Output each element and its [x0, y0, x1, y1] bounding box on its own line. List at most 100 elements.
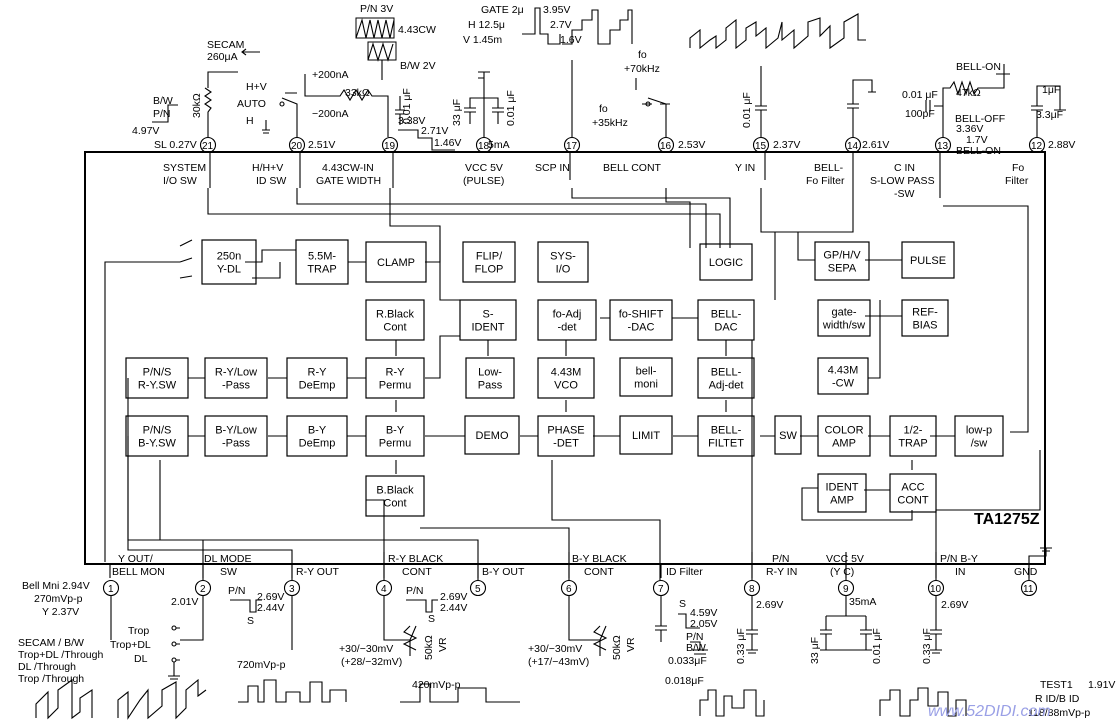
block-label: TRAP [898, 438, 927, 450]
svg-text:2.51V: 2.51V [308, 139, 335, 151]
svg-text:270mVp-p: 270mVp-p [34, 593, 83, 605]
svg-text:420mVp-p: 420mVp-p [412, 679, 461, 691]
block-bellmoni: bell-moni [619, 357, 673, 397]
svg-text:0.01 μF: 0.01 μF [505, 90, 517, 126]
block-label: 4.43M [551, 367, 582, 379]
block-group: 250nY-DL5.5M-TRAPCLAMPFLIP/FLOPSYS-I/OLO… [125, 239, 1004, 517]
svg-text:(+17/−43mV): (+17/−43mV) [528, 656, 589, 668]
svg-text:2.37V: 2.37V [773, 139, 800, 151]
svg-text:0.018μF: 0.018μF [665, 675, 704, 687]
pin-14: 14 [847, 141, 859, 152]
block-pnsry: P/N/SR-Y.SW [125, 357, 189, 399]
block-label: IDENT [826, 482, 859, 494]
block-label: IDENT [472, 322, 505, 334]
bottom-pins: 1 2 3 4 5 6 7 8 9 10 11 [102, 579, 1038, 597]
block-label: Low- [478, 367, 502, 379]
block-label: DAC [714, 322, 737, 334]
block-label: Permu [379, 380, 411, 392]
svg-text:DL: DL [134, 653, 148, 665]
svg-text:1.6V: 1.6V [560, 34, 582, 46]
svg-text:BELL-OFF: BELL-OFF [955, 113, 1005, 125]
svg-text:5mA: 5mA [488, 139, 510, 151]
block-label: -DET [553, 438, 579, 450]
block-sident: S-IDENT [459, 299, 517, 341]
svg-text:CONT: CONT [402, 566, 432, 578]
svg-text:VCC 5V: VCC 5V [826, 553, 864, 565]
pin-4: 4 [381, 584, 387, 595]
block-trap12: 1/2-TRAP [889, 415, 937, 457]
block-logic: LOGIC [699, 243, 753, 281]
svg-text:B-Y BLACK: B-Y BLACK [572, 553, 627, 565]
svg-text:4.43CW-IN: 4.43CW-IN [322, 162, 374, 174]
svg-text:0.33 μF: 0.33 μF [921, 628, 933, 664]
svg-text:C IN: C IN [894, 162, 915, 174]
block-sysio: SYS-I/O [537, 241, 589, 283]
block-label: Pass [478, 380, 503, 392]
svg-text:2.44V: 2.44V [257, 602, 284, 614]
svg-text:IN: IN [955, 566, 966, 578]
svg-text:SECAM / B/W: SECAM / B/W [18, 637, 84, 649]
svg-text:1.91V: 1.91V [1088, 679, 1115, 691]
block-label: S- [483, 309, 494, 321]
svg-text:2.7V: 2.7V [550, 19, 572, 31]
svg-text:+70kHz: +70kHz [624, 63, 660, 75]
svg-text:R-Y OUT: R-Y OUT [296, 566, 340, 578]
block-label: 5.5M- [308, 251, 336, 263]
svg-text:P/N: P/N [153, 108, 171, 120]
top-pin-labels: SYSTEM I/O SW H/H+V ID SW 4.43CW-IN GATE… [163, 152, 1029, 200]
block-label: FILTET [708, 438, 744, 450]
block-label: 1/2- [904, 425, 923, 437]
block-label: LOGIC [709, 257, 743, 269]
block-label: Y-DL [217, 264, 241, 276]
svg-text:118/88mVp-p: 118/88mVp-p [1028, 707, 1090, 719]
svg-text:0.01 μF: 0.01 μF [871, 628, 883, 664]
svg-text:0.033μF: 0.033μF [668, 655, 707, 667]
block-phasedet: PHASE-DET [537, 415, 595, 457]
svg-text:S: S [428, 613, 435, 625]
pin-13: 13 [937, 141, 949, 152]
block-lowpass: Low-Pass [465, 357, 515, 399]
svg-text:CONT: CONT [584, 566, 614, 578]
block-label: R-Y [386, 367, 406, 379]
svg-text:H 12.5μ: H 12.5μ [468, 19, 505, 31]
svg-text:1.7V: 1.7V [966, 134, 988, 146]
block-label: DeEmp [299, 380, 336, 392]
pin-15: 15 [755, 141, 767, 152]
block-label: Permu [379, 438, 411, 450]
pin-12: 12 [1031, 141, 1043, 152]
block-label: B-Y [386, 425, 405, 437]
pin-18: 18 [478, 141, 490, 152]
svg-text:100pF: 100pF [905, 108, 935, 120]
svg-text:+30/−30mV: +30/−30mV [528, 643, 582, 655]
svg-text:0.01 μF: 0.01 μF [741, 92, 753, 128]
svg-text:4.43CW: 4.43CW [398, 24, 436, 36]
block-label: -Pass [222, 380, 251, 392]
block-label: fo-Adj [553, 309, 582, 321]
block-sw: SW [774, 415, 802, 455]
block-label: 4.43M [828, 365, 859, 377]
svg-text:R ID/B ID: R ID/B ID [1035, 693, 1080, 705]
svg-text:GND: GND [1014, 566, 1038, 578]
svg-text:Filter: Filter [1005, 175, 1029, 187]
block-flipflop: FLIP/FLOP [462, 241, 516, 283]
svg-text:TEST1: TEST1 [1040, 679, 1073, 691]
block-label: B-Y/Low [215, 425, 257, 437]
pin-2: 2 [200, 584, 206, 595]
block-label: low-p [966, 425, 992, 437]
block-label: COLOR [824, 425, 863, 437]
svg-text:+35kHz: +35kHz [592, 117, 628, 129]
block-label: Cont [383, 322, 406, 334]
pin-17: 17 [566, 141, 578, 152]
block-label: BELL- [711, 367, 742, 379]
block-label: R-Y/Low [215, 367, 257, 379]
svg-text:B/W 2V: B/W 2V [400, 60, 436, 72]
block-label: bell- [636, 366, 657, 378]
block-gatewidth: gate-width/sw [817, 299, 871, 337]
svg-text:Y IN: Y IN [735, 162, 755, 174]
block-label: SW [779, 430, 797, 442]
top-annotations: SECAM 260μA B/W P/N 4.97V SL 0.27V 30kΩ … [132, 3, 1075, 157]
